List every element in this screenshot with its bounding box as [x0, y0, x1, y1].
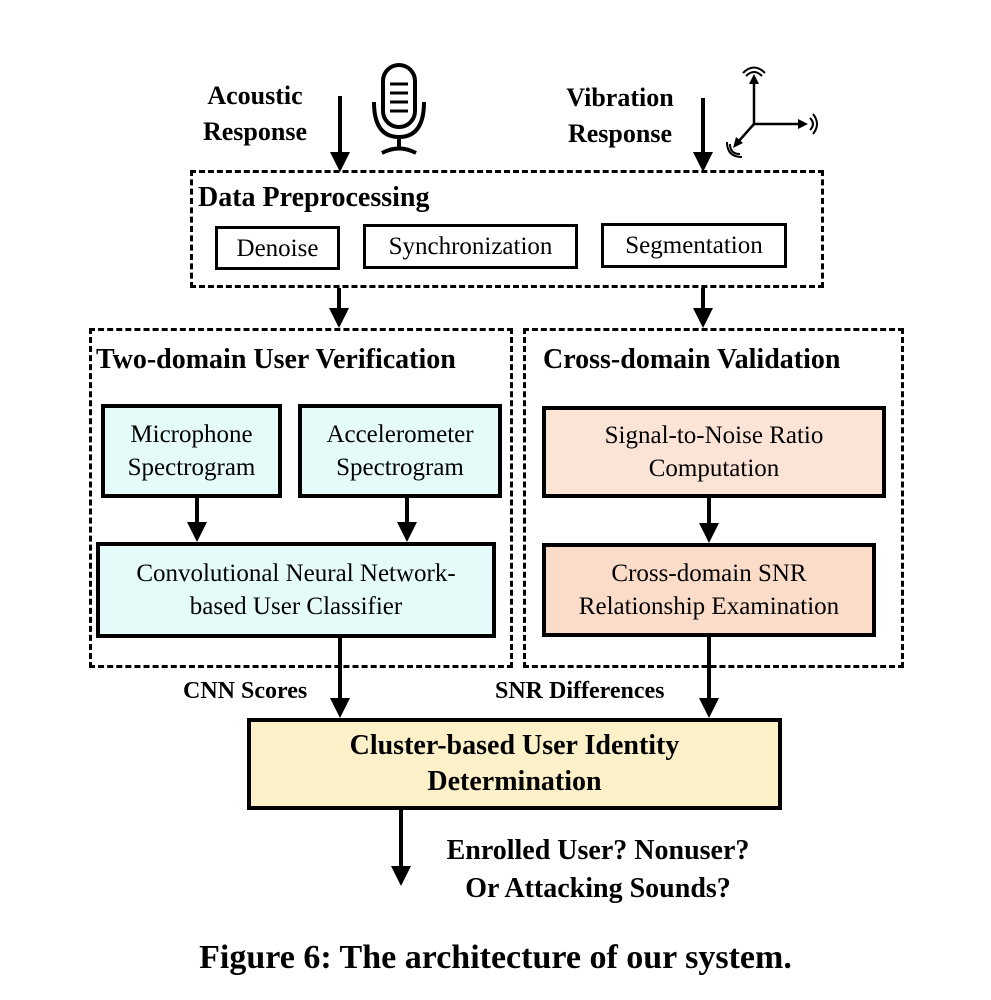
data-preprocessing-container [190, 170, 824, 288]
synchronization-label: Synchronization [388, 233, 553, 260]
acoustic-response-label: Acoustic Response [180, 78, 330, 150]
vibration-line-2: Response [567, 119, 672, 148]
segmentation-box: Segmentation [601, 223, 787, 268]
two-domain-title: Two-domain User Verification [96, 344, 456, 375]
figure-caption: Figure 6: The architecture of our system… [199, 939, 792, 976]
output-line-1: Enrolled User? Nonuser? [446, 835, 750, 866]
cnn-classifier-box: Convolutional Neural Network- based User… [96, 542, 496, 638]
microphone-spectrogram-box: Microphone Spectrogram [101, 404, 282, 498]
acoustic-line-2: Response [202, 117, 307, 146]
segmentation-label: Segmentation [625, 232, 763, 259]
snr-computation-box: Signal-to-Noise Ratio Computation [542, 406, 886, 498]
vibration-response-label: Vibration Response [540, 80, 700, 152]
cnn-line-1: Convolutional Neural Network- [136, 560, 456, 587]
snr-line-1: Signal-to-Noise Ratio [604, 422, 824, 449]
mic-line-1: Microphone [130, 421, 253, 448]
cross-domain-title: Cross-domain Validation [543, 344, 841, 375]
output-label: Enrolled User? Nonuser? Or Attacking Sou… [418, 832, 778, 908]
relation-line-1: Cross-domain SNR [611, 560, 807, 587]
mic-line-2: Spectrogram [127, 454, 256, 481]
output-line-2: Or Attacking Sounds? [465, 873, 731, 904]
synchronization-box: Synchronization [363, 224, 578, 269]
vibration-line-1: Vibration [566, 83, 674, 112]
cluster-line-1: Cluster-based User Identity [349, 730, 680, 761]
denoise-box: Denoise [215, 226, 340, 270]
cluster-determination-box: Cluster-based User Identity Determinatio… [247, 718, 782, 810]
acoustic-line-1: Acoustic [207, 81, 303, 110]
cross-domain-container [523, 328, 904, 668]
accelerometer-axes-icon [726, 66, 818, 158]
snr-differences-label: SNR Differences [495, 678, 665, 704]
microphone-icon [372, 63, 426, 155]
cnn-line-2: based User Classifier [189, 593, 403, 620]
two-domain-container [89, 328, 513, 668]
relation-line-2: Relationship Examination [578, 593, 840, 620]
cnn-scores-label: CNN Scores [183, 678, 308, 704]
denoise-label: Denoise [236, 234, 319, 262]
accel-line-1: Accelerometer [326, 421, 474, 448]
accel-line-2: Spectrogram [336, 454, 464, 481]
accelerometer-spectrogram-box: Accelerometer Spectrogram [298, 404, 502, 498]
data-preprocessing-title: Data Preprocessing [198, 182, 430, 213]
cluster-line-2: Determination [427, 766, 602, 797]
snr-line-2: Computation [648, 455, 780, 482]
snr-relationship-box: Cross-domain SNR Relationship Examinatio… [542, 543, 876, 637]
